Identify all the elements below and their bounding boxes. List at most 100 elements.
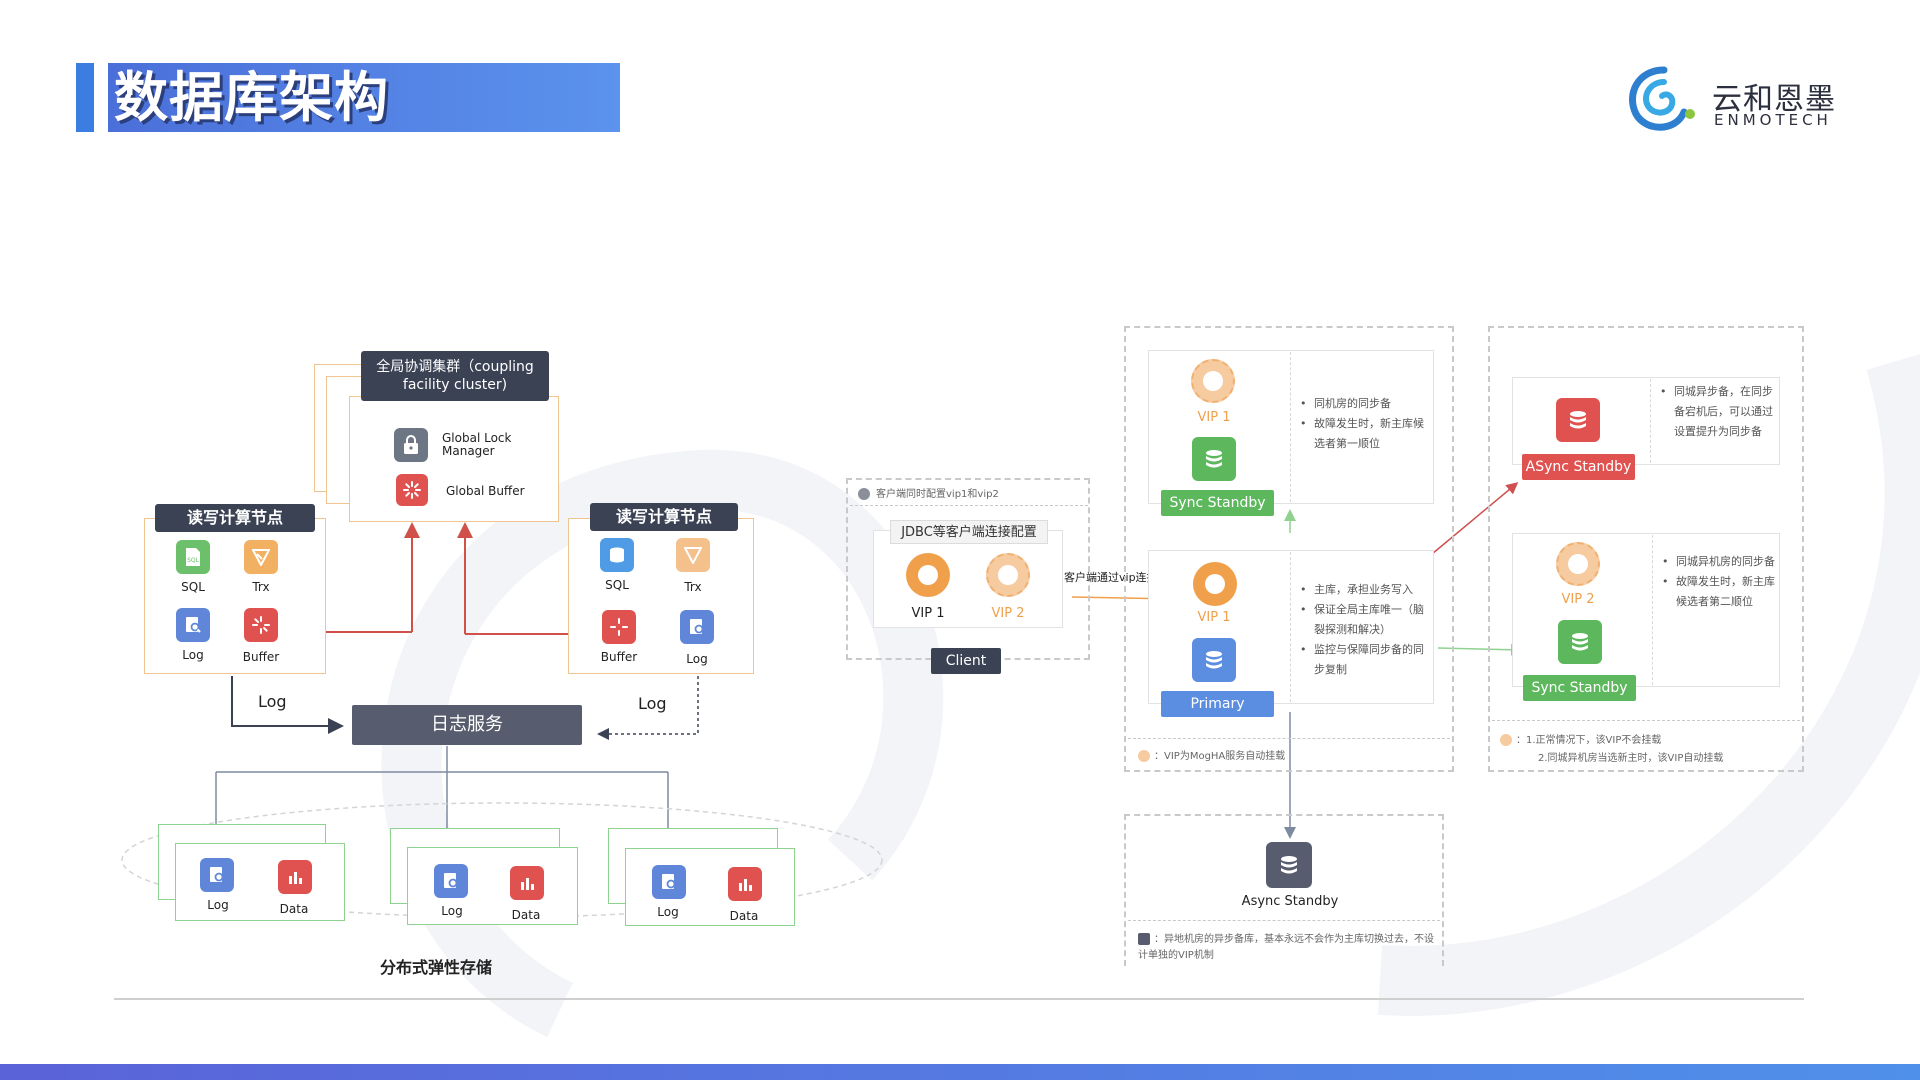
storage-unit-1: Log Data: [175, 843, 345, 921]
log-flow-left-label: Log: [258, 692, 287, 711]
database-icon: [1192, 638, 1236, 682]
global-lock-manager-label: Global Lock Manager: [442, 431, 512, 458]
data-chart-icon: [728, 867, 762, 901]
coupling-facility-box: [349, 396, 559, 522]
vip2-label: VIP 2: [991, 606, 1025, 621]
logo-swirl-icon: [1629, 66, 1695, 131]
database-note-icon: [1138, 933, 1150, 945]
sync-vip-label: VIP 1: [1197, 410, 1231, 425]
remote-cluster-divider: [1492, 720, 1800, 722]
trx-icon: [676, 538, 710, 572]
buffer-label: Buffer: [242, 650, 280, 664]
vip1-label: VIP 1: [911, 606, 945, 621]
sql-label: SQL: [605, 578, 629, 592]
svg-text:SQL: SQL: [187, 557, 200, 564]
remote-sync-standby-tag: Sync Standby: [1523, 675, 1636, 701]
remote-sync-note-2: 故障发生时，新主库候选者第二顺位: [1660, 572, 1778, 612]
client-note: 客户端同时配置vip1和vip2: [858, 485, 999, 500]
remote-async-standby-label: Async Standby: [1241, 894, 1339, 909]
data-chart-icon: [278, 860, 312, 894]
async-note-1: 同城异步备，在同步备宕机后，可以通过设置提升为同步备: [1658, 382, 1776, 442]
remote-cluster-note-1: ：1.正常情况下，该VIP不会挂载: [1500, 731, 1661, 746]
log-icon: [434, 864, 468, 898]
sql-icon: [600, 538, 634, 572]
compute-node-right-title: 读写计算节点: [590, 503, 738, 531]
jdbc-config-title: JDBC等客户端连接配置: [890, 520, 1048, 544]
primary-note-3: 监控与保障同步备的同步复制: [1298, 640, 1430, 680]
sync-standby-tag: Sync Standby: [1161, 490, 1274, 516]
remote-async-divider: [1128, 920, 1440, 922]
sync-vip-pin-icon: [1191, 359, 1235, 403]
database-icon: [1556, 398, 1600, 442]
buffer-spinner-icon: [396, 474, 428, 506]
compute-node-right: [568, 518, 754, 674]
sync-divider: [1290, 352, 1291, 502]
title-banner: 数据库架构: [108, 63, 620, 132]
sync-note-2: 故障发生时，新主库候选者第一顺位: [1298, 414, 1428, 454]
company-logo: 云和恩墨 ENMOTECH: [1624, 64, 1844, 136]
sync-note-1: 同机房的同步备: [1298, 394, 1428, 414]
remote-async-group: [1124, 814, 1444, 966]
global-buffer-label: Global Buffer: [446, 484, 525, 498]
log-icon: [652, 865, 686, 899]
remote-cluster-group: [1488, 326, 1804, 772]
bottom-color-band: [0, 1064, 1920, 1080]
async-divider: [1650, 379, 1651, 463]
storage-log-label: Log: [207, 898, 229, 912]
page-title: 数据库架构: [114, 66, 389, 129]
coupling-facility-title: 全局协调集群（coupling facility cluster): [361, 351, 549, 401]
lock-icon: [394, 428, 428, 462]
logo-text-cn: 云和恩墨: [1712, 82, 1836, 117]
vip-note-icon: [1138, 750, 1150, 762]
remote-sync-divider: [1652, 535, 1653, 685]
log-icon: [176, 608, 210, 642]
title-accent-bar: [76, 63, 94, 132]
trx-label: Trx: [684, 580, 702, 594]
jdbc-config-box: [873, 530, 1063, 628]
local-cluster-note: ：VIP为MogHA服务自动挂载: [1138, 747, 1285, 762]
footer-divider: [114, 998, 1804, 1000]
async-notes: 同城异步备，在同步备宕机后，可以通过设置提升为同步备: [1658, 382, 1776, 442]
log-label: Log: [686, 652, 708, 666]
sync-notes: 同机房的同步备 故障发生时，新主库候选者第一顺位: [1298, 394, 1428, 454]
log-icon: [680, 610, 714, 644]
storage-data-label: Data: [279, 902, 309, 916]
vip2-pin-icon: [986, 553, 1030, 597]
client-divider: [850, 505, 1088, 507]
trx-icon: [244, 540, 278, 574]
remote-vip-pin-icon: [1556, 542, 1600, 586]
remote-sync-notes: 同城异机房的同步备 故障发生时，新主库候选者第二顺位: [1660, 552, 1778, 612]
storage-log-label: Log: [657, 905, 679, 919]
primary-divider: [1290, 552, 1291, 702]
storage-unit-3: Log Data: [625, 848, 795, 926]
storage-unit-2: Log Data: [407, 847, 578, 925]
remote-vip-label: VIP 2: [1561, 592, 1595, 607]
remote-cluster-note-2: 2.同城异机房当选新主时，该VIP自动挂载: [1538, 753, 1724, 764]
log-service-box: 日志服务: [352, 705, 582, 745]
database-icon: [1192, 437, 1236, 481]
remote-async-note: ：异地机房的异步备库，基本永远不会作为主库切换过去，不设计单独的VIP机制: [1138, 933, 1434, 961]
primary-note-2: 保证全局主库唯一（脑裂探测和解决）: [1298, 600, 1430, 640]
log-icon: [200, 858, 234, 892]
logo-text-en: ENMOTECH: [1714, 111, 1832, 129]
database-icon: [1558, 620, 1602, 664]
local-cluster-group: [1124, 326, 1454, 772]
compute-node-left-title: 读写计算节点: [155, 504, 315, 532]
buffer-icon: [602, 610, 636, 644]
trx-label: Trx: [252, 580, 270, 594]
help-icon: [858, 488, 870, 500]
storage-data-label: Data: [729, 909, 759, 923]
primary-vip-label: VIP 1: [1197, 610, 1231, 625]
primary-notes: 主库，承担业务写入 保证全局主库唯一（脑裂探测和解决） 监控与保障同步备的同步复…: [1298, 580, 1430, 680]
data-chart-icon: [510, 866, 544, 900]
buffer-label: Buffer: [600, 650, 638, 664]
compute-node-left: [144, 518, 326, 674]
sql-label: SQL: [181, 580, 205, 594]
distributed-storage-label: 分布式弹性存储: [380, 958, 493, 977]
log-label: Log: [182, 648, 204, 662]
storage-log-label: Log: [441, 904, 463, 918]
primary-tag: Primary: [1161, 691, 1274, 717]
storage-data-label: Data: [511, 908, 541, 922]
primary-vip-pin-icon: [1193, 562, 1237, 606]
vip1-pin-icon: [906, 553, 950, 597]
